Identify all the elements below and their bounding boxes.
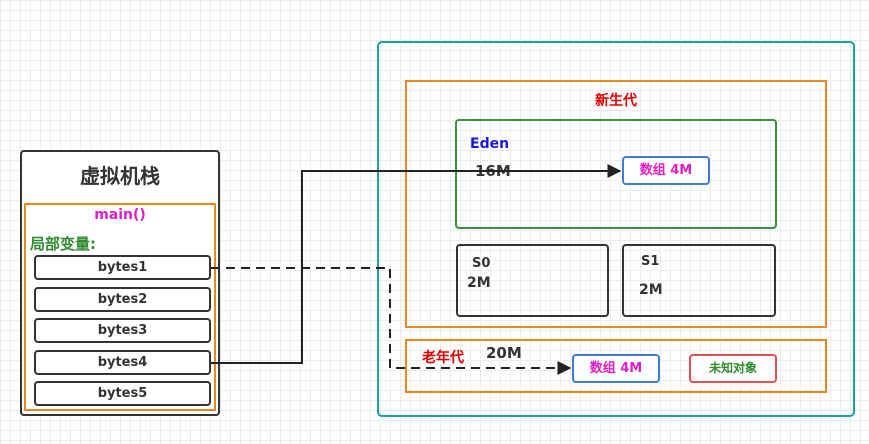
survivor-s1-size: 2M (639, 282, 663, 298)
survivor-s1-box (622, 244, 776, 317)
young-generation-title: 新生代 (595, 93, 637, 109)
old-generation-box (405, 339, 827, 393)
unknown-object: 未知对象 (689, 354, 777, 383)
variable-bytes5: bytes5 (34, 381, 211, 406)
local-variables-label: 局部变量: (30, 235, 96, 253)
eden-title: Eden (470, 136, 510, 152)
bytes4-reference-arrow (211, 164, 622, 364)
young-generation-box (405, 80, 827, 328)
variable-bytes4: bytes4 (34, 350, 211, 375)
survivor-s0-size: 2M (467, 275, 491, 291)
old-array-object: 数组 4M (572, 354, 660, 383)
survivor-s0-title: S0 (472, 256, 491, 271)
eden-array-object: 数组 4M (622, 156, 710, 185)
survivor-s1-title: S1 (641, 254, 660, 269)
main-stack-frame (24, 203, 216, 411)
stack-frame-title: main() (94, 207, 146, 223)
vm-stack-title: 虚拟机栈 (80, 164, 160, 188)
survivor-s0-box (456, 244, 609, 317)
variable-bytes1: bytes1 (34, 255, 211, 280)
heap-box (377, 41, 855, 417)
old-generation-title: 老年代 (422, 350, 464, 366)
old-generation-size: 20M (486, 344, 522, 362)
variable-bytes2: bytes2 (34, 287, 211, 312)
bytes1-reference-arrow (211, 267, 572, 375)
eden-box (455, 119, 777, 229)
variable-bytes3: bytes3 (34, 318, 211, 343)
